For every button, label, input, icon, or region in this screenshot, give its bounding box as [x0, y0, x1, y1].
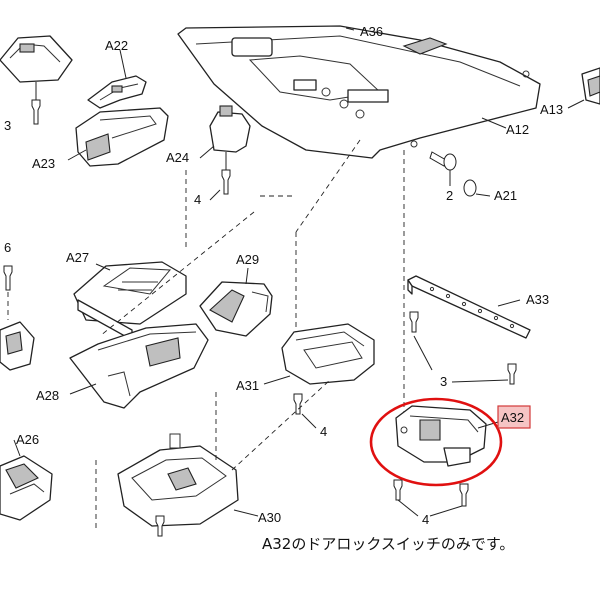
label-a12: A12 [506, 122, 529, 137]
label-4-a31: 4 [320, 424, 327, 439]
label-a30: A30 [258, 510, 281, 525]
label-a24: A24 [166, 150, 189, 165]
part-a24 [199, 105, 251, 201]
label-a23: A23 [32, 156, 55, 171]
label-6: 6 [4, 240, 11, 255]
part-a22 [87, 49, 147, 109]
label-3-top: 3 [4, 118, 11, 133]
label-a36: A36 [360, 24, 383, 39]
part-a31 [263, 232, 375, 429]
assembly-guides [95, 139, 405, 530]
label-4-a24: 4 [194, 192, 201, 207]
part-a32-door-lock [393, 405, 499, 517]
part-left-column [0, 265, 53, 521]
label-a13: A13 [540, 102, 563, 117]
part-labels: A22 A23 A24 A36 A13 A12 A21 A33 A27 A29 … [4, 24, 563, 527]
a32-label-box [497, 405, 531, 429]
part-a29 [199, 267, 273, 337]
part-a30 [117, 433, 259, 537]
part-a23 [67, 107, 169, 167]
label-2: 2 [446, 188, 453, 203]
label-a27: A27 [66, 250, 89, 265]
label-a29: A29 [236, 252, 259, 267]
label-3-right: 3 [440, 374, 447, 389]
part-a28 [69, 323, 209, 409]
label-a22: A22 [105, 38, 128, 53]
part-top-left [0, 35, 73, 125]
label-a26: A26 [16, 432, 39, 447]
label-4-a32: 4 [422, 512, 429, 527]
label-a32: A32 [501, 410, 524, 425]
part-screw-2-a21 [429, 151, 491, 197]
note-text: A32のドアロックスイッチのみです。 [262, 535, 515, 553]
label-a31: A31 [236, 378, 259, 393]
part-a12-body [177, 25, 541, 159]
highlight-ring [369, 397, 503, 487]
label-a33: A33 [526, 292, 549, 307]
part-a33 [407, 275, 531, 385]
part-a27 [73, 261, 187, 341]
label-a28: A28 [36, 388, 59, 403]
label-a21: A21 [494, 188, 517, 203]
part-a13 [567, 67, 600, 109]
